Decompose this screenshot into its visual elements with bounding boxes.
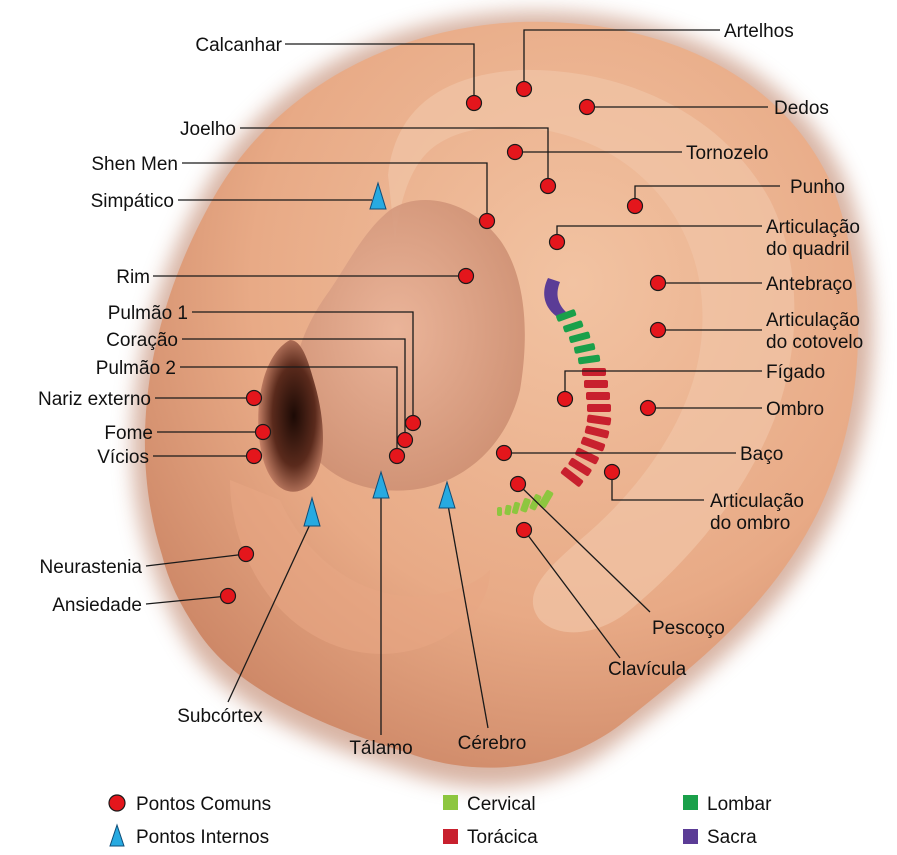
- label-coracao: Coração: [106, 330, 178, 351]
- label-art-ombro-1: Articulação: [710, 491, 804, 512]
- label-baco: Baço: [740, 444, 783, 465]
- label-quadril-2: do quadril: [766, 239, 849, 260]
- label-clavicula: Clavícula: [608, 659, 687, 680]
- label-subcortex: Subcórtex: [177, 706, 263, 727]
- label-punho: Punho: [790, 177, 845, 198]
- legend-common-label: Pontos Comuns: [136, 794, 271, 815]
- label-nariz-externo: Nariz externo: [38, 389, 151, 410]
- label-antebraco: Antebraço: [766, 274, 853, 295]
- label-quadril-1: Articulação: [766, 217, 860, 238]
- point-clavicula: [517, 523, 532, 538]
- point-antebraco: [651, 276, 666, 291]
- label-fome: Fome: [104, 423, 153, 444]
- legend: Pontos Comuns Pontos Internos Cervical T…: [109, 794, 772, 848]
- point-joelho: [541, 179, 556, 194]
- label-calcanhar: Calcanhar: [195, 35, 282, 56]
- point-quadril: [550, 235, 565, 250]
- point-pescoco: [511, 477, 526, 492]
- legend-thoracic-icon: [443, 829, 458, 844]
- label-rim: Rim: [116, 267, 150, 288]
- point-nariz-externo: [247, 391, 262, 406]
- point-tornozelo: [508, 145, 523, 160]
- label-joelho: Joelho: [180, 119, 236, 140]
- label-ombro: Ombro: [766, 399, 824, 420]
- legend-thoracic-label: Torácica: [467, 827, 538, 848]
- point-vicios: [247, 449, 262, 464]
- point-pulmao1: [406, 416, 421, 431]
- point-ombro: [641, 401, 656, 416]
- legend-cervical-icon: [443, 795, 458, 810]
- legend-internal-label: Pontos Internos: [136, 827, 269, 848]
- legend-internal-icon: [110, 825, 124, 846]
- label-art-ombro-2: do ombro: [710, 513, 790, 534]
- legend-cervical-label: Cervical: [467, 794, 536, 815]
- point-rim: [459, 269, 474, 284]
- point-cotovelo: [651, 323, 666, 338]
- label-figado: Fígado: [766, 362, 825, 383]
- legend-lumbar-icon: [683, 795, 698, 810]
- label-pescoco: Pescoço: [652, 618, 725, 639]
- point-shen-men: [480, 214, 495, 229]
- label-simpatico: Simpático: [91, 191, 174, 212]
- label-cerebro: Cérebro: [458, 733, 527, 754]
- label-cotovelo-2: do cotovelo: [766, 332, 863, 353]
- point-neurastenia: [239, 547, 254, 562]
- point-coracao: [398, 433, 413, 448]
- point-punho: [628, 199, 643, 214]
- label-neurastenia: Neurastenia: [40, 557, 143, 578]
- point-baco: [497, 446, 512, 461]
- point-artelhos: [517, 82, 532, 97]
- label-talamo: Tálamo: [349, 738, 412, 759]
- point-dedos: [580, 100, 595, 115]
- label-dedos: Dedos: [774, 98, 829, 119]
- label-tornozelo: Tornozelo: [686, 143, 768, 164]
- label-ansiedade: Ansiedade: [52, 595, 142, 616]
- legend-sacral-icon: [683, 829, 698, 844]
- label-pulmao2: Pulmão 2: [96, 358, 176, 379]
- legend-sacral-label: Sacra: [707, 827, 757, 848]
- legend-lumbar-label: Lombar: [707, 794, 772, 815]
- label-pulmao1: Pulmão 1: [108, 303, 188, 324]
- label-cotovelo-1: Articulação: [766, 310, 860, 331]
- point-calcanhar: [467, 96, 482, 111]
- label-vicios: Vícios: [97, 447, 149, 468]
- point-articulacao-ombro: [605, 465, 620, 480]
- label-artelhos: Artelhos: [724, 21, 794, 42]
- point-fome: [256, 425, 271, 440]
- point-pulmao2: [390, 449, 405, 464]
- point-figado: [558, 392, 573, 407]
- legend-common-icon: [109, 795, 125, 811]
- label-shen-men: Shen Men: [91, 154, 178, 175]
- point-ansiedade: [221, 589, 236, 604]
